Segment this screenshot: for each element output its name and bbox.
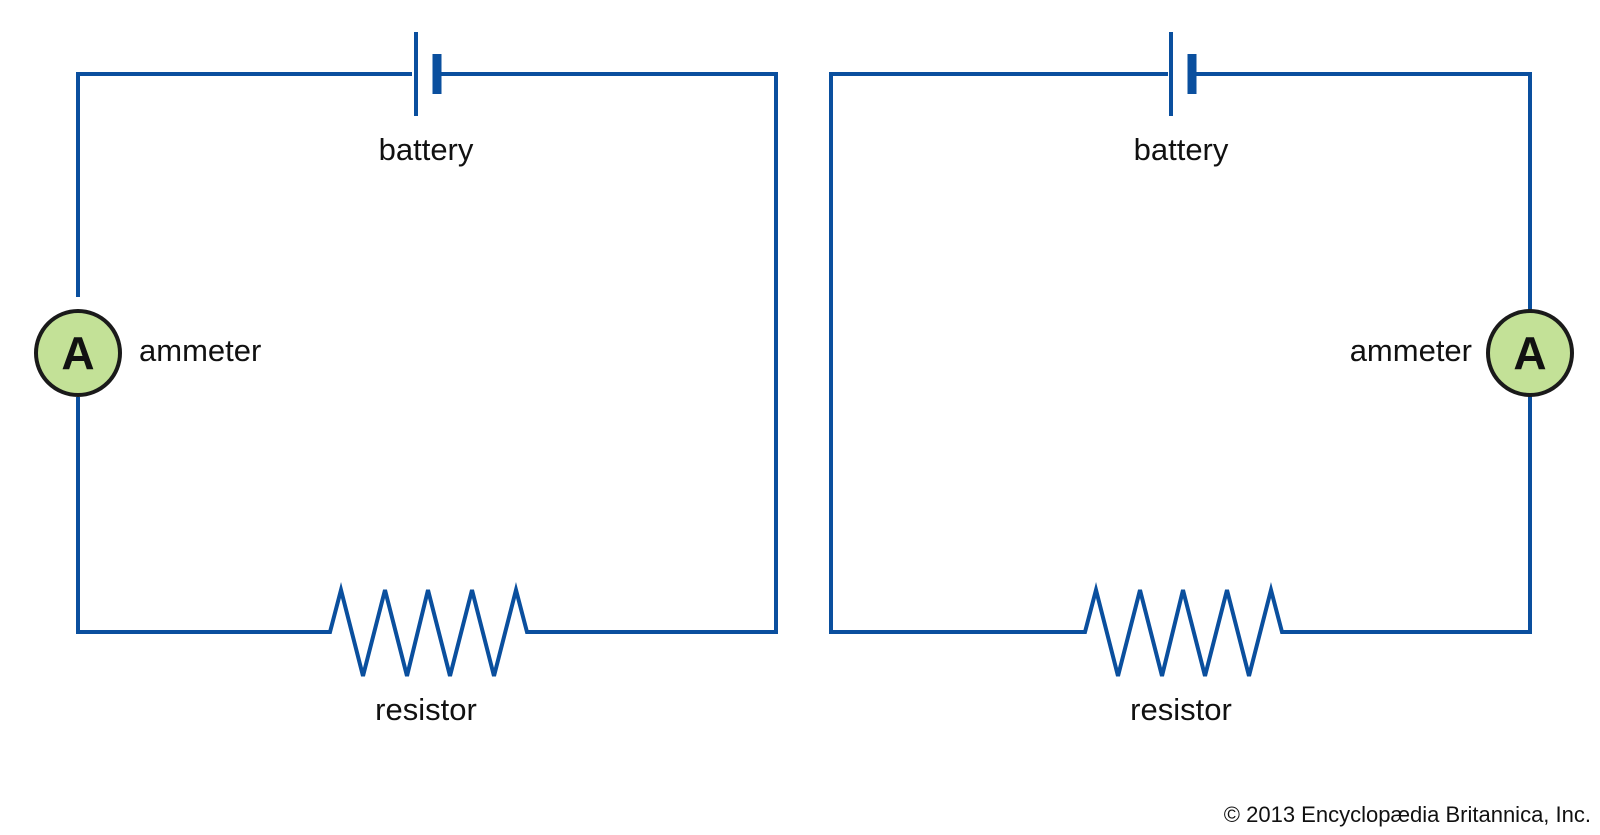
ammeter-left: A	[34, 309, 122, 397]
battery-label: battery	[1134, 132, 1229, 167]
ammeter-right: A	[1486, 309, 1574, 397]
wire-left-bottom-left	[76, 397, 314, 634]
battery-right	[1169, 32, 1197, 116]
ammeter-symbol: A	[1513, 327, 1546, 379]
wire-left-top-right	[436, 72, 778, 634]
resistor-left	[314, 582, 540, 677]
wire-right-top-right	[1192, 72, 1532, 311]
ammeter-symbol: A	[61, 327, 94, 379]
ammeter-label: ammeter	[1350, 333, 1472, 368]
battery-left	[414, 32, 442, 116]
resistor-right	[1069, 582, 1295, 677]
wire-left-top-left	[76, 72, 412, 297]
copyright-credit: © 2013 Encyclopædia Britannica, Inc.	[1224, 802, 1591, 827]
circuit-left: battery resistor A ammeter	[34, 32, 778, 727]
circuit-right: battery resistor A ammeter	[829, 32, 1574, 727]
resistor-label: resistor	[1130, 692, 1232, 727]
resistor-label: resistor	[375, 692, 477, 727]
ammeter-label: ammeter	[139, 333, 261, 368]
ammeter-circle	[1486, 309, 1574, 397]
wire-right-top-left	[829, 72, 1168, 634]
battery-label: battery	[379, 132, 474, 167]
ammeter-circle	[34, 309, 122, 397]
wire-right-bottom-right	[1295, 395, 1532, 634]
